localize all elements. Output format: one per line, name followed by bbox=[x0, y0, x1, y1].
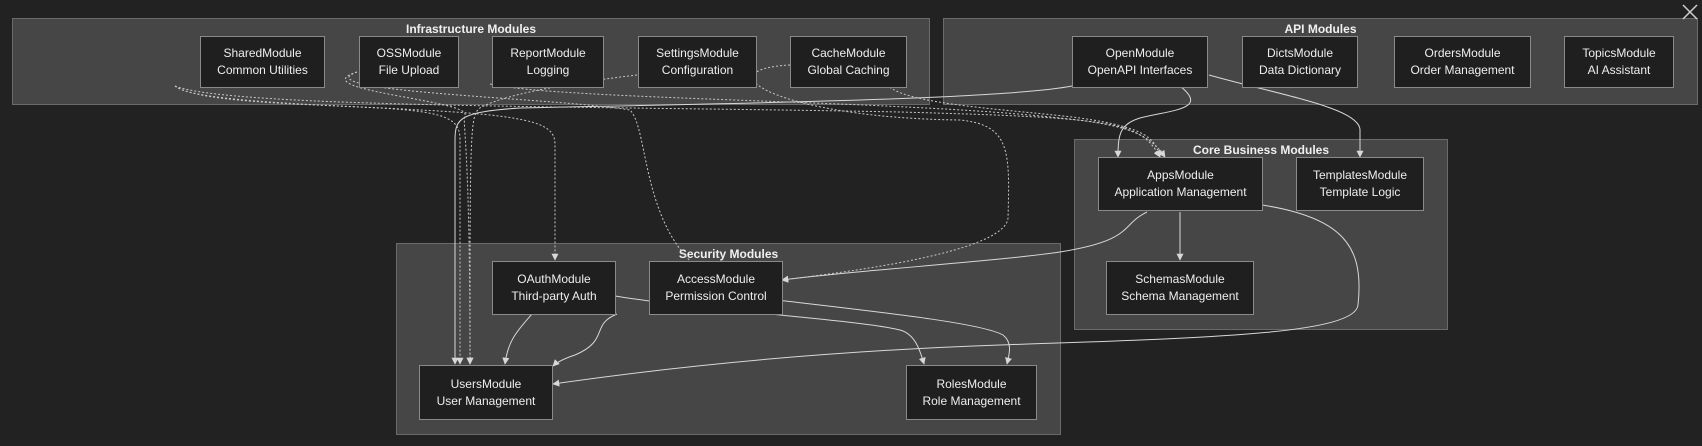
edge-shared-users bbox=[174, 85, 464, 365]
edge-oauth-users bbox=[502, 313, 533, 365]
node-name: OrdersModule bbox=[1424, 46, 1501, 60]
cluster-infrastructure: Infrastructure Modules bbox=[12, 18, 930, 105]
edge-settings-users bbox=[466, 74, 638, 365]
node-oss-module[interactable]: OSSModule File Upload bbox=[359, 36, 459, 88]
node-desc: Common Utilities bbox=[217, 63, 308, 77]
node-desc: Schema Management bbox=[1121, 289, 1239, 303]
cluster-title: Security Modules bbox=[678, 247, 779, 261]
node-open-module[interactable]: OpenModule OpenAPI Interfaces bbox=[1072, 36, 1208, 88]
node-topics-module[interactable]: TopicsModule AI Assistant bbox=[1564, 36, 1674, 88]
edge-oss-users bbox=[344, 71, 474, 365]
edge-oss-access bbox=[348, 71, 716, 281]
close-button[interactable] bbox=[1680, 2, 1700, 22]
node-name: CacheModule bbox=[811, 46, 886, 60]
node-desc: File Upload bbox=[378, 63, 440, 77]
node-oauth-module[interactable]: OAuthModule Third-party Auth bbox=[492, 261, 616, 315]
node-desc: Third-party Auth bbox=[511, 289, 597, 303]
node-desc: Global Caching bbox=[807, 63, 890, 77]
node-settings-module[interactable]: SettingsModule Configuration bbox=[638, 36, 757, 88]
node-desc: User Management bbox=[436, 393, 536, 408]
node-desc: Role Management bbox=[922, 393, 1021, 408]
node-name: TopicsModule bbox=[1582, 46, 1656, 60]
cluster-title: Infrastructure Modules bbox=[405, 22, 537, 36]
node-desc: AI Assistant bbox=[1587, 63, 1651, 77]
node-users-module[interactable]: UsersModule User Management bbox=[419, 365, 553, 420]
node-name: SchemasModule bbox=[1135, 272, 1225, 286]
cluster-title: Core Business Modules bbox=[1192, 143, 1330, 157]
edge-access-roles bbox=[759, 297, 1012, 365]
node-name: OSSModule bbox=[376, 46, 442, 60]
edge-shared-oauth bbox=[174, 85, 559, 261]
node-name: AppsModule bbox=[1147, 168, 1214, 182]
node-desc: Template Logic bbox=[1319, 185, 1401, 199]
node-desc: Application Management bbox=[1114, 185, 1247, 199]
node-name: OAuthModule bbox=[517, 272, 591, 286]
node-templates-module[interactable]: TemplatesModule Template Logic bbox=[1296, 157, 1424, 211]
node-name: AccessModule bbox=[676, 272, 756, 286]
edge-open-apps bbox=[1114, 85, 1192, 158]
node-report-module[interactable]: ReportModule Logging bbox=[492, 36, 604, 88]
node-desc: Logging bbox=[526, 63, 570, 77]
node-name: OpenModule bbox=[1105, 46, 1175, 60]
close-icon bbox=[1682, 4, 1698, 20]
node-name: ReportModule bbox=[510, 46, 586, 60]
node-desc: Configuration bbox=[661, 63, 734, 77]
edge-cache-apps bbox=[886, 83, 1162, 158]
node-desc: Order Management bbox=[1410, 63, 1515, 77]
node-shared-module[interactable]: SharedModule Common Utilities bbox=[200, 36, 325, 88]
edge-dicts-templates bbox=[1208, 74, 1364, 158]
node-name: SettingsModule bbox=[656, 46, 739, 60]
edge-access-users bbox=[552, 313, 618, 367]
node-access-module[interactable]: AccessModule Permission Control bbox=[649, 261, 783, 315]
node-desc: OpenAPI Interfaces bbox=[1087, 63, 1193, 77]
node-name: TemplatesModule bbox=[1312, 168, 1408, 182]
node-roles-module[interactable]: RolesModule Role Management bbox=[906, 365, 1037, 420]
node-apps-module[interactable]: AppsModule Application Management bbox=[1098, 157, 1263, 211]
node-desc: Data Dictionary bbox=[1258, 63, 1342, 77]
edge-report-apps bbox=[489, 83, 1166, 158]
node-name: SharedModule bbox=[223, 46, 302, 60]
node-cache-module[interactable]: CacheModule Global Caching bbox=[790, 36, 907, 88]
node-schemas-module[interactable]: SchemasModule Schema Management bbox=[1106, 261, 1254, 315]
edge-apps-access bbox=[781, 211, 1148, 283]
cluster-title: API Modules bbox=[1284, 22, 1357, 36]
node-desc: Permission Control bbox=[665, 289, 767, 303]
node-name: RolesModule bbox=[936, 376, 1007, 391]
node-dicts-module[interactable]: DictsModule Data Dictionary bbox=[1242, 36, 1358, 88]
edge-shared-apps bbox=[174, 85, 1161, 158]
edge-open-users bbox=[451, 85, 1073, 365]
node-name: DictsModule bbox=[1266, 46, 1334, 60]
edge-apps-users bbox=[552, 199, 1360, 387]
edge-cache-access bbox=[752, 64, 1010, 283]
node-orders-module[interactable]: OrdersModule Order Management bbox=[1394, 36, 1531, 88]
node-name: UsersModule bbox=[450, 376, 522, 391]
